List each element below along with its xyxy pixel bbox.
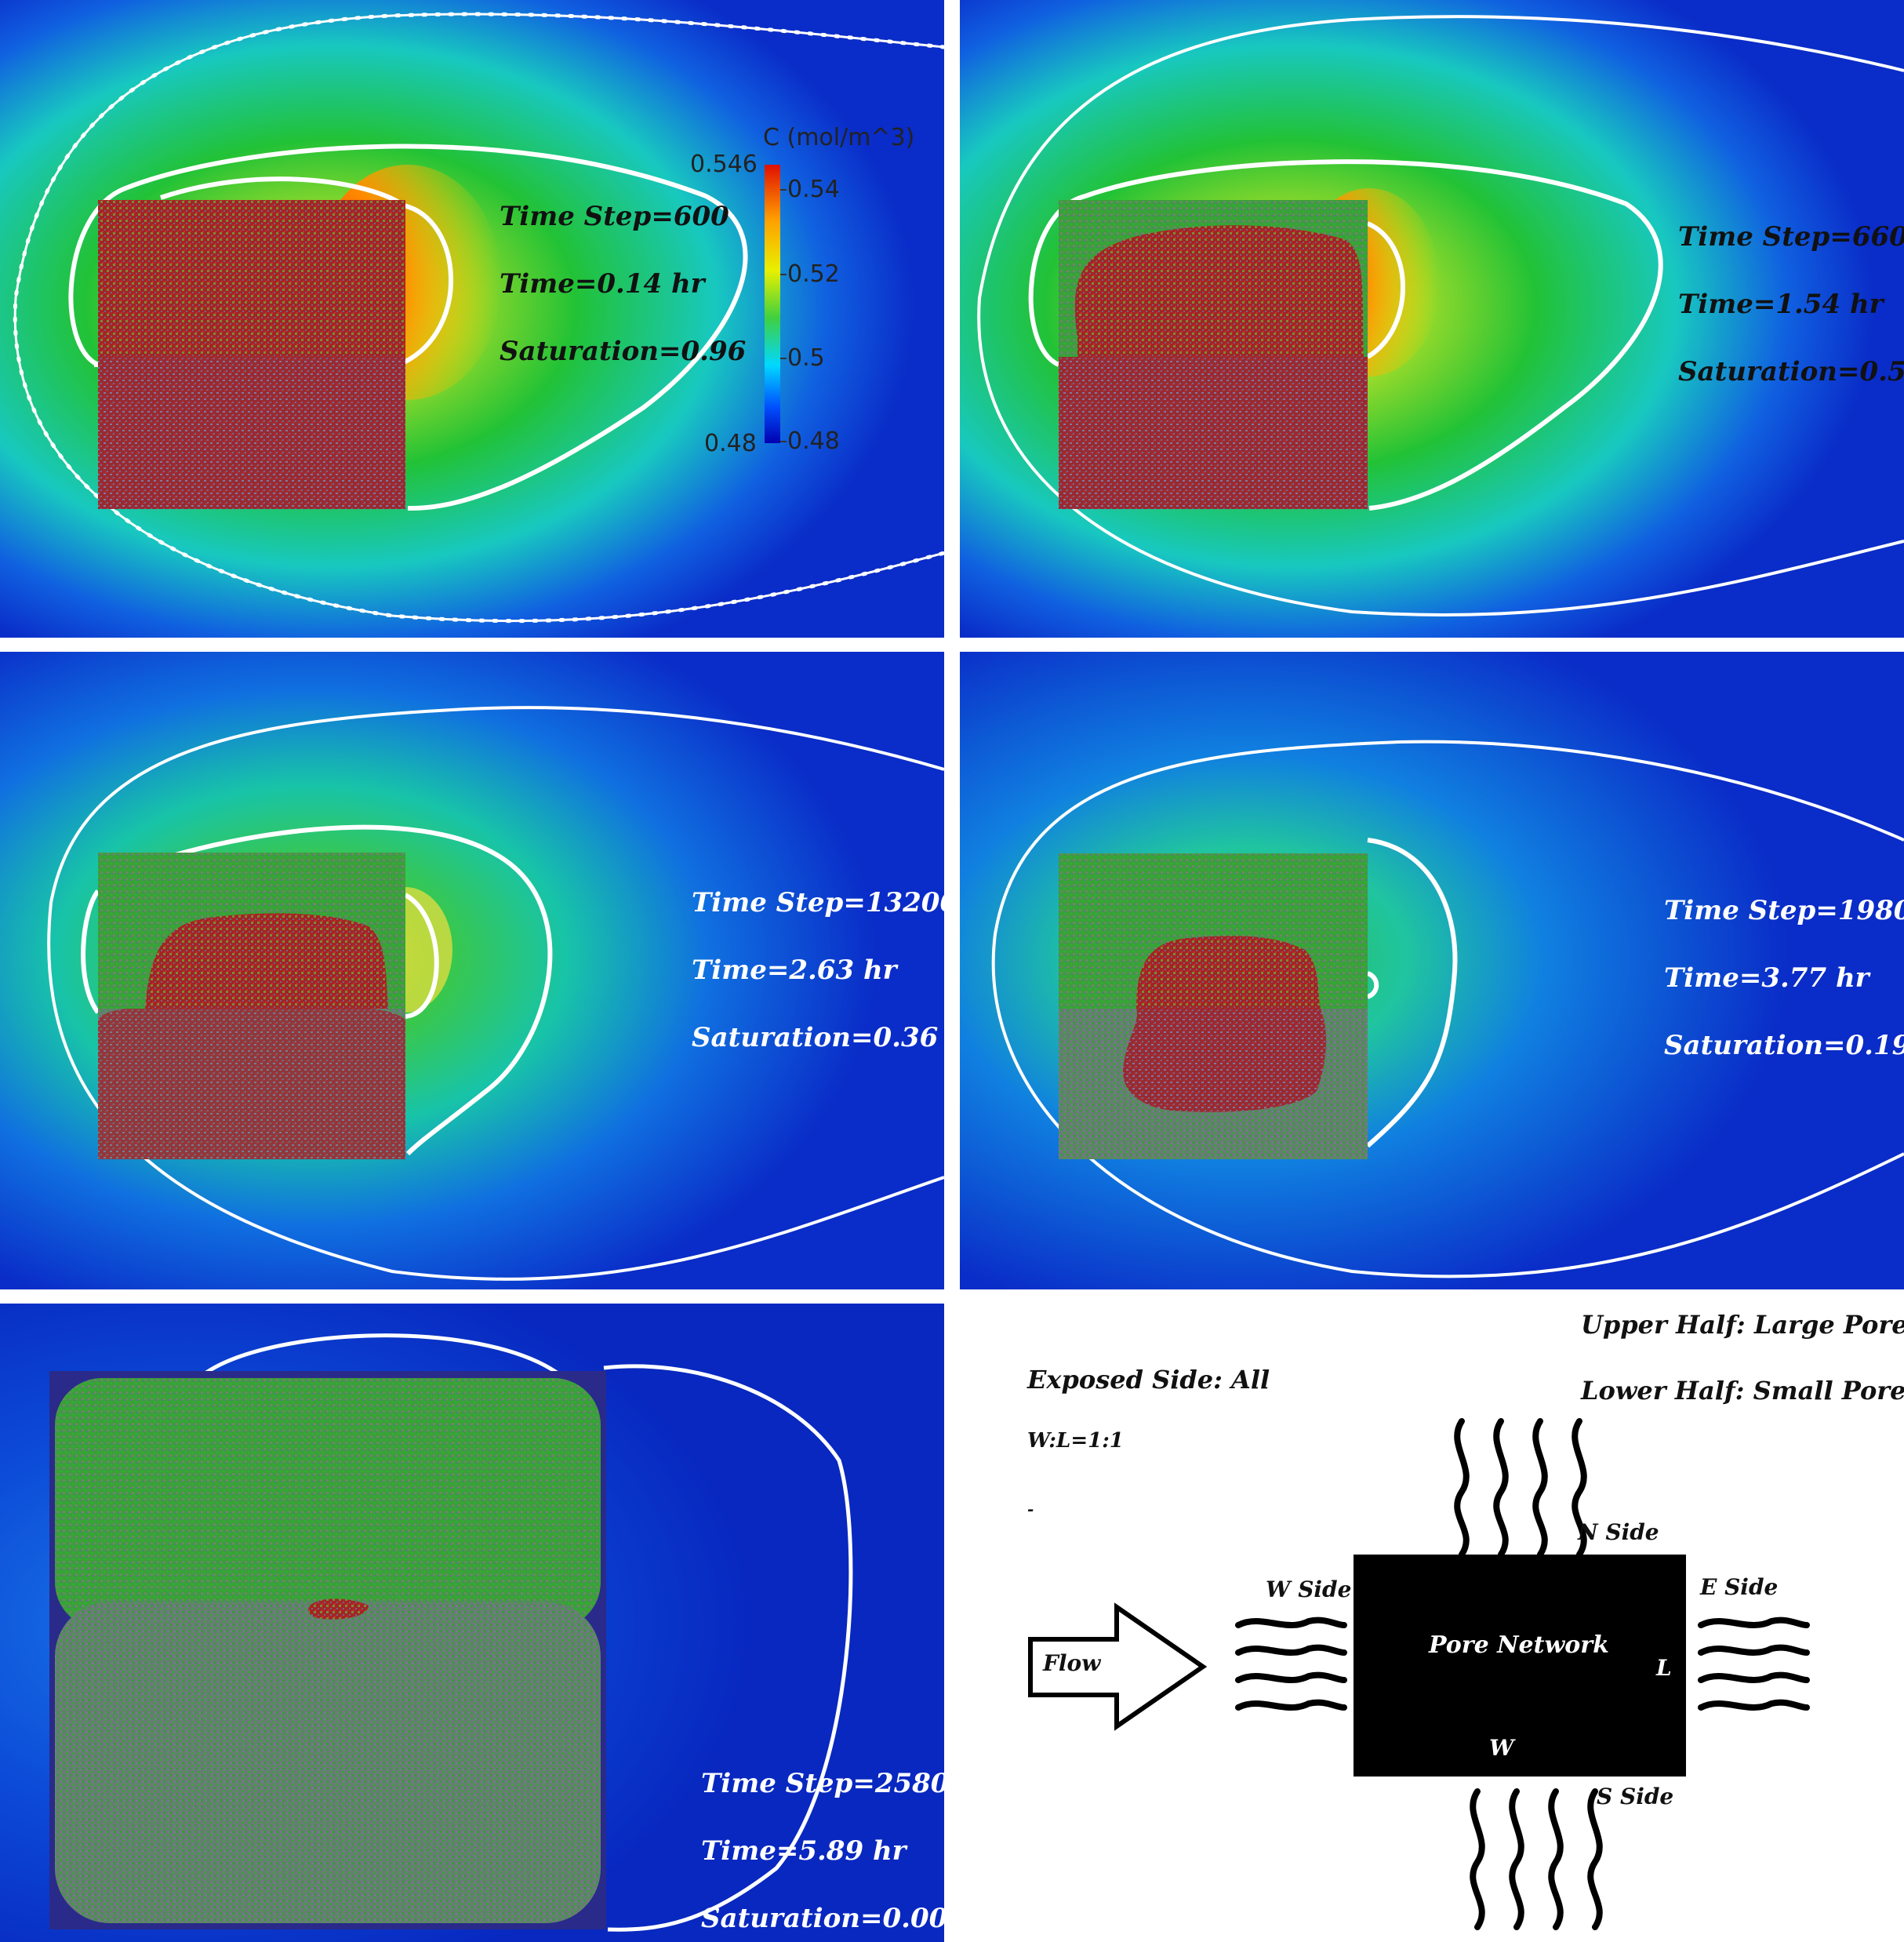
time-step-label: Time Step=600: [500, 201, 729, 232]
info-block-1: Time Step=600 Time=0.14 hr Saturation=0.…: [500, 201, 746, 403]
w-dimension-label: W: [1489, 1735, 1514, 1761]
time-step-label: Time Step=6600: [1678, 221, 1904, 253]
time-label: Time=0.14 hr: [500, 268, 705, 300]
saturation-label: Saturation=0.36: [692, 1022, 939, 1053]
info-block-3: Time Step=13200 Time=2.63 hr Saturation=…: [692, 887, 944, 1089]
exposed-side-label: Exposed Side: All: [1027, 1365, 1270, 1395]
ratio-label: W:L=1:1: [1027, 1429, 1124, 1453]
saturation-label: Saturation=0.59: [1678, 356, 1904, 387]
colorbar-tick-1: 0.54: [787, 176, 840, 203]
schematic-drawing: [1028, 1418, 1810, 1930]
simulation-panel-5: Time Step=25800 Time=5.89 hr Saturation=…: [0, 1304, 944, 1942]
simulation-panel-3: Time Step=13200 Time=2.63 hr Saturation=…: [0, 652, 944, 1289]
colorbar-tick-2: 0.52: [787, 260, 840, 288]
n-side-waves-icon: [1454, 1418, 1587, 1558]
pore-network-upper-5: [55, 1378, 601, 1629]
pore-network-lower-1: [98, 357, 405, 509]
time-label: Time=1.54 hr: [1678, 289, 1884, 320]
pore-network-label: Pore Network: [1429, 1631, 1609, 1659]
n-side-label: N Side: [1578, 1519, 1659, 1545]
colorbar-tick-3: 0.5: [787, 344, 825, 372]
colorbar-title: C (mol/m^3): [763, 124, 915, 151]
upper-half-label: Upper Half: Large Pores: [1581, 1310, 1904, 1340]
flow-arrow-icon: [1028, 1602, 1208, 1731]
simulation-panel-1: C (mol/m^3) 0.546 0.48 0.54 0.52 0.5 0.4…: [0, 0, 944, 638]
w-side-label: W Side: [1266, 1577, 1352, 1602]
w-side-waves-icon: [1235, 1617, 1347, 1711]
saturation-label: Saturation=0.19: [1664, 1030, 1904, 1061]
colorbar-range-max: 0.546: [690, 151, 758, 178]
flow-label: Flow: [1043, 1650, 1101, 1676]
info-block-2: Time Step=6600 Time=1.54 hr Saturation=0…: [1678, 221, 1904, 424]
l-dimension-label: L: [1656, 1655, 1672, 1681]
time-label: Time=3.77 hr: [1664, 962, 1869, 994]
concentration-field-4: [960, 652, 1904, 1289]
time-step-label: Time Step=13200: [692, 887, 944, 918]
e-side-waves-icon: [1698, 1617, 1810, 1711]
info-block-5: Time Step=25800 Time=5.89 hr Saturation=…: [701, 1768, 944, 1942]
info-block-4: Time Step=19800 Time=3.77 hr Saturation=…: [1664, 895, 1904, 1097]
simulation-panel-2: Time Step=6600 Time=1.54 hr Saturation=0…: [960, 0, 1904, 638]
s-side-waves-icon: [1470, 1788, 1603, 1930]
concentration-field-1: [0, 0, 944, 638]
pore-network-upper-1: [98, 200, 405, 357]
lower-half-label: Lower Half: Small Pores: [1581, 1376, 1904, 1406]
concentration-field-5: [0, 1304, 944, 1942]
concentration-field-2: [960, 0, 1904, 638]
concentration-field-3: [0, 652, 944, 1289]
simulation-panel-4: Time Step=19800 Time=3.77 hr Saturation=…: [960, 652, 1904, 1289]
saturation-label: Saturation=0.96: [500, 336, 747, 367]
saturation-label: Saturation=0.004: [701, 1903, 944, 1934]
time-label: Time=5.89 hr: [701, 1835, 907, 1867]
time-step-label: Time Step=19800: [1664, 895, 1904, 926]
time-label: Time=2.63 hr: [692, 955, 897, 986]
colorbar-tick-4: 0.48: [787, 427, 840, 455]
s-side-label: S Side: [1597, 1784, 1674, 1809]
time-step-label: Time Step=25800: [701, 1768, 944, 1799]
e-side-label: E Side: [1700, 1574, 1779, 1600]
pore-network-lower-5: [55, 1602, 601, 1923]
pore-network-lower-2: [1059, 357, 1368, 509]
colorbar-gradient: [765, 165, 780, 443]
dash-mark: -: [1027, 1500, 1034, 1518]
schematic-panel: Upper Half: Large Pores Lower Half: Smal…: [960, 1304, 1904, 1942]
colorbar-range-min: 0.48: [704, 430, 757, 457]
pore-network-box: [1354, 1555, 1686, 1777]
